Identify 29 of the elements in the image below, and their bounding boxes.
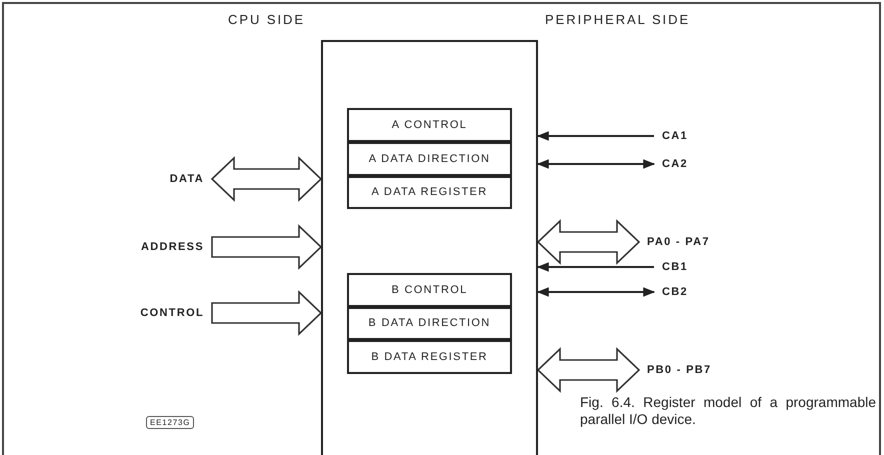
- signal-label: ADDRESS: [120, 239, 204, 255]
- bus-arrow: [536, 219, 640, 265]
- signal-arrow: [536, 131, 654, 141]
- section-heading: PERIPHERAL SIDE: [545, 11, 690, 29]
- register-box: B DATA REGISTER: [347, 340, 512, 374]
- register-box: A CONTROL: [347, 108, 512, 142]
- register-box: B DATA DIRECTION: [347, 307, 512, 340]
- device-box: [321, 40, 538, 455]
- section-heading: CPU SIDE: [228, 11, 306, 29]
- register-box: A DATA DIRECTION: [347, 142, 512, 176]
- signal-label: DATA: [120, 171, 204, 187]
- bus-arrow: [210, 156, 322, 202]
- signal-label: CA2: [662, 156, 702, 172]
- signal-label: PA0 - PA7: [647, 234, 737, 250]
- signal-label: CB2: [662, 284, 702, 300]
- signal-label: PB0 - PB7: [647, 362, 737, 378]
- bus-arrow: [536, 347, 640, 393]
- register-box: B CONTROL: [347, 273, 512, 307]
- caption: Fig. 6.4. Register model of a programmable parallel I/O device.: [580, 394, 876, 428]
- bus-arrow: [211, 224, 322, 270]
- signal-label: CA1: [662, 128, 702, 144]
- signal-arrow: [536, 262, 654, 272]
- register-box: A DATA REGISTER: [347, 176, 512, 209]
- signal-arrow: [536, 159, 656, 169]
- signal-label: CB1: [662, 259, 702, 275]
- figure-code: EE1273G: [146, 416, 194, 429]
- bus-arrow: [211, 290, 322, 336]
- signal-arrow: [536, 287, 656, 297]
- signal-label: CONTROL: [120, 305, 204, 321]
